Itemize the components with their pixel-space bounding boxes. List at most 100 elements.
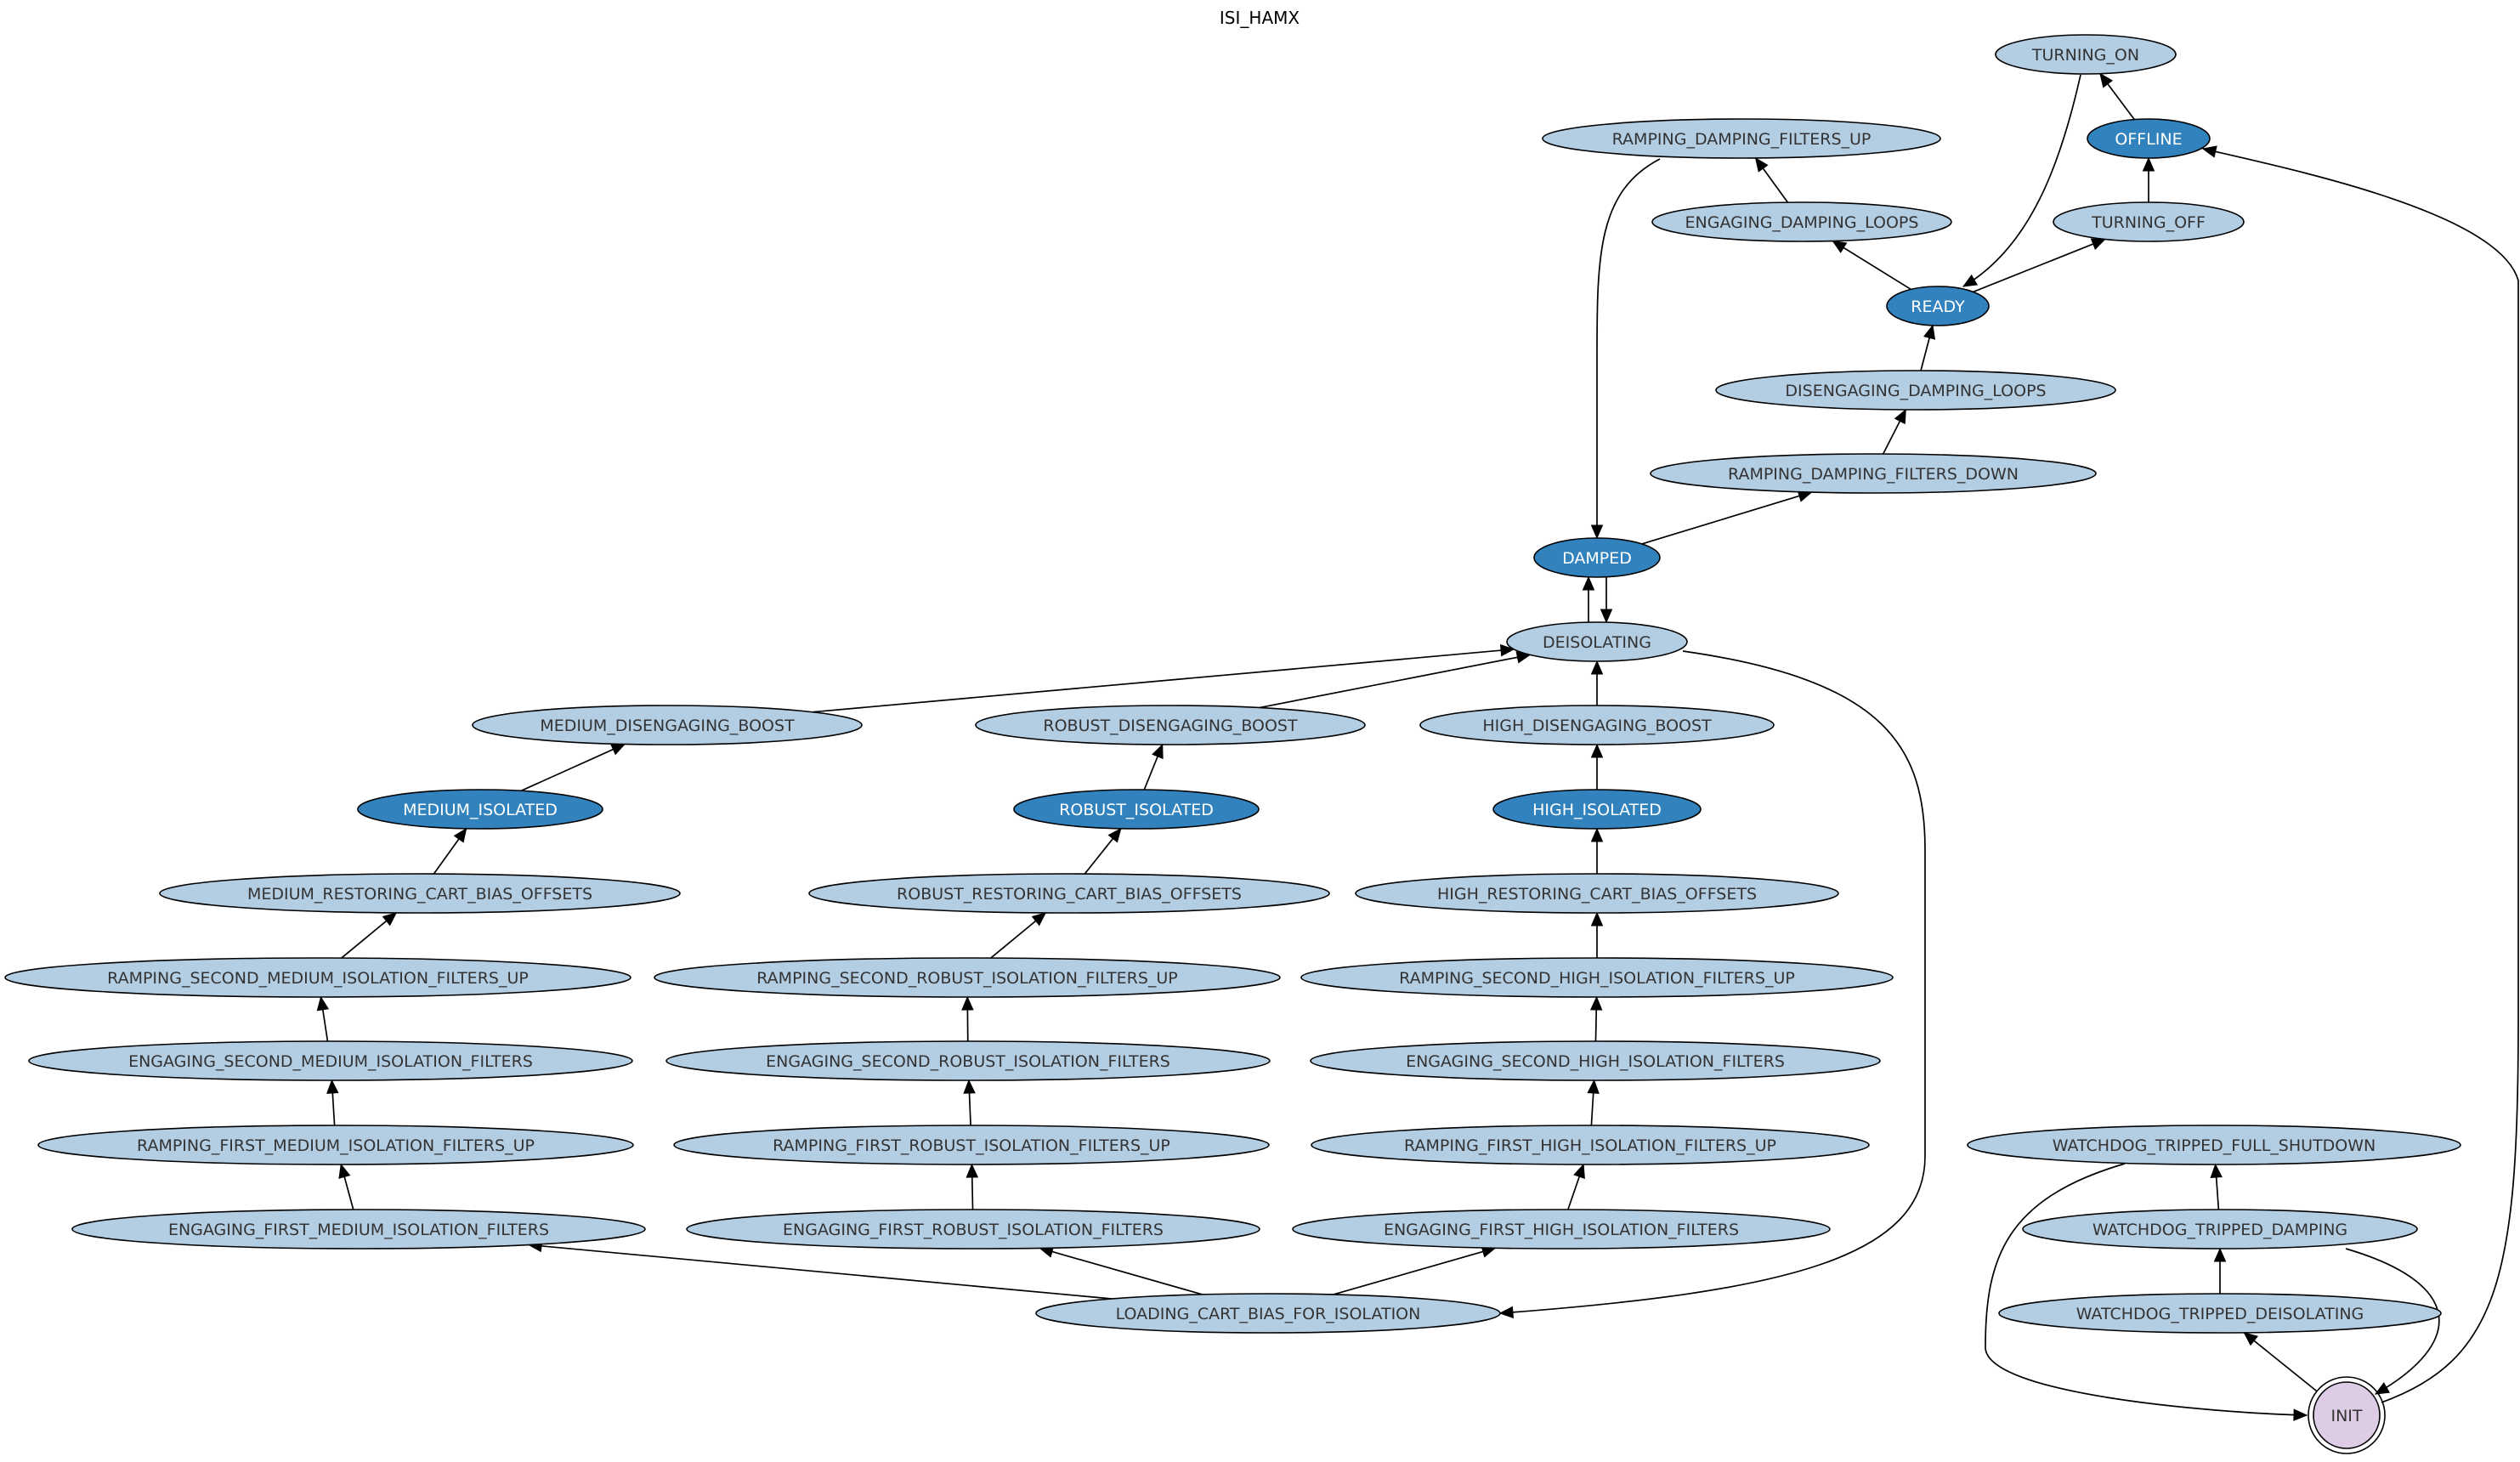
node-label: RAMPING_SECOND_HIGH_ISOLATION_FILTERS_UP [1399, 969, 1795, 988]
node-label: ENGAGING_FIRST_MEDIUM_ISOLATION_FILTERS [168, 1221, 549, 1239]
node-ramping-first-medium-isolation-filters-up: RAMPING_FIRST_MEDIUM_ISOLATION_FILTERS_U… [37, 1125, 634, 1165]
arrowhead [326, 1079, 339, 1094]
arrowhead [610, 743, 626, 756]
node-ellipse [2053, 201, 2245, 242]
node-ellipse [1310, 1040, 1881, 1081]
node-ellipse [808, 873, 1330, 914]
node-ellipse [1013, 789, 1260, 830]
node-ellipse [686, 1209, 1260, 1250]
edge-damped-to-deisolating [1600, 577, 1613, 624]
node-ellipse [2087, 118, 2211, 159]
node-label: RAMPING_FIRST_MEDIUM_ISOLATION_FILTERS_U… [137, 1136, 535, 1155]
node-label: ENGAGING_SECOND_ROBUST_ISOLATION_FILTERS [766, 1052, 1170, 1071]
node-label: MEDIUM_ISOLATED [403, 801, 558, 819]
arrowhead [966, 1163, 979, 1178]
node-label: ENGAGING_SECOND_HIGH_ISOLATION_FILTERS [1406, 1052, 1785, 1071]
edge-engaging-first-high-isolation-filters-to-ramping-first-high-isolation-filters-up [1567, 1163, 1585, 1210]
edge-line [1596, 158, 1661, 538]
node-engaging-damping-loops: ENGAGING_DAMPING_LOOPS [1651, 201, 1952, 242]
node-label: HIGH_DISENGAGING_BOOST [1482, 717, 1712, 735]
node-disengaging-damping-loops: DISENGAGING_DAMPING_LOOPS [1715, 370, 2116, 411]
edge-ramping-first-robust-isolation-filters-up-to-engaging-second-robust-isolation-filters [963, 1079, 976, 1126]
node-watchdog-tripped-deisolating: WATCHDOG_TRIPPED_DEISOLATING [1998, 1293, 2442, 1334]
edge-init-to-watchdog-tripped-deisolating [2243, 1332, 2318, 1392]
arrowhead [1589, 995, 1603, 1011]
node-ellipse [1533, 537, 1661, 578]
node-label: INIT [2330, 1407, 2362, 1425]
edge-line [1259, 654, 1531, 709]
edge-engaging-first-robust-isolation-filters-to-ramping-first-robust-isolation-filters-up [966, 1163, 979, 1210]
node-ellipse [1542, 118, 1941, 159]
node-label: HIGH_RESTORING_CART_BIAS_OFFSETS [1437, 885, 1757, 904]
arrowhead [316, 995, 330, 1012]
edge-line [1641, 491, 1812, 545]
node-high-isolated: HIGH_ISOLATED [1492, 789, 1702, 830]
node-label: RAMPING_FIRST_ROBUST_ISOLATION_FILTERS_U… [773, 1136, 1170, 1155]
arrowhead [1590, 743, 1604, 758]
edge-deisolating-to-damped [1582, 575, 1595, 622]
node-ellipse [1506, 621, 1688, 662]
node-robust-disengaging-boost: ROBUST_DISENGAGING_BOOST [975, 705, 1366, 745]
node-ellipse [1998, 1293, 2442, 1334]
node-offline: OFFLINE [2087, 118, 2211, 159]
arrowhead [1152, 743, 1164, 760]
node-label: WATCHDOG_TRIPPED_FULL_SHUTDOWN [2053, 1136, 2376, 1155]
node-ellipse [1650, 453, 2097, 494]
node-ellipse [357, 789, 603, 830]
node-label: RAMPING_DAMPING_FILTERS_DOWN [1728, 465, 2019, 484]
node-ramping-damping-filters-up: RAMPING_DAMPING_FILTERS_UP [1542, 118, 1941, 159]
node-medium-restoring-cart-bias-offsets: MEDIUM_RESTORING_CART_BIAS_OFFSETS [159, 873, 681, 914]
edge-ramping-second-medium-isolation-filters-up-to-medium-restoring-cart-bias-offsets [341, 912, 398, 959]
node-watchdog-tripped-full-shutdown: WATCHDOG_TRIPPED_FULL_SHUTDOWN [1967, 1125, 2461, 1165]
node-damped: DAMPED [1533, 537, 1661, 578]
node-engaging-second-high-isolation-filters: ENGAGING_SECOND_HIGH_ISOLATION_FILTERS [1310, 1040, 1881, 1081]
node-ramping-second-high-isolation-filters-up: RAMPING_SECOND_HIGH_ISOLATION_FILTERS_UP [1300, 957, 1894, 998]
edge-engaging-damping-loops-to-ramping-damping-filters-up [1754, 156, 1789, 203]
node-label: ENGAGING_SECOND_MEDIUM_ISOLATION_FILTERS [128, 1052, 533, 1071]
edge-loading-cart-bias-for-isolation-to-engaging-first-robust-isolation-filters [1039, 1245, 1203, 1295]
arrowhead [1590, 660, 1604, 675]
edge-line [1333, 1247, 1496, 1295]
node-label: ENGAGING_FIRST_ROBUST_ISOLATION_FILTERS [783, 1221, 1164, 1239]
node-ramping-first-robust-isolation-filters-up: RAMPING_FIRST_ROBUST_ISOLATION_FILTERS_U… [673, 1125, 1270, 1165]
edge-ready-to-engaging-damping-loops [1832, 240, 1911, 291]
node-high-restoring-cart-bias-offsets: HIGH_RESTORING_CART_BIAS_OFFSETS [1355, 873, 1839, 914]
node-turning-off: TURNING_OFF [2053, 201, 2245, 242]
node-label: RAMPING_FIRST_HIGH_ISOLATION_FILTERS_UP [1404, 1136, 1776, 1155]
node-engaging-first-medium-isolation-filters: ENGAGING_FIRST_MEDIUM_ISOLATION_FILTERS [71, 1209, 646, 1250]
node-ellipse [1967, 1125, 2461, 1165]
arrowhead [338, 1163, 351, 1179]
edge-turning-off-to-offline [2142, 156, 2155, 202]
edge-ramping-damping-filters-up-to-damped [1590, 158, 1661, 540]
edge-high-isolated-to-high-disengaging-boost [1590, 743, 1604, 790]
arrowhead [382, 912, 398, 926]
edge-loading-cart-bias-for-isolation-to-engaging-first-medium-isolation-filters [527, 1239, 1113, 1300]
node-label: HIGH_ISOLATED [1532, 801, 1662, 819]
node-ellipse [1715, 370, 2116, 411]
graph-title: ISI_HAMX [1220, 8, 1300, 28]
edge-robust-restoring-cart-bias-offsets-to-robust-isolated [1084, 827, 1122, 875]
node-ellipse [2313, 1381, 2381, 1449]
node-watchdog-tripped-damping: WATCHDOG_TRIPPED_DAMPING [2022, 1209, 2418, 1250]
arrowhead [1590, 911, 1604, 926]
node-ellipse [1300, 957, 1894, 998]
edges-layer [316, 72, 2519, 1421]
node-turning-on: TURNING_ON [1995, 34, 2177, 75]
edge-damped-to-ramping-damping-filters-down [1641, 490, 1813, 545]
edge-init-to-offline [2201, 145, 2519, 1403]
node-label: READY [1911, 298, 1965, 316]
arrowhead [2142, 156, 2155, 172]
arrowhead [453, 827, 467, 843]
arrowhead [1590, 827, 1604, 842]
node-ramping-damping-filters-down: RAMPING_DAMPING_FILTERS_DOWN [1650, 453, 2097, 494]
node-engaging-second-robust-isolation-filters: ENGAGING_SECOND_ROBUST_ISOLATION_FILTERS [665, 1040, 1271, 1081]
node-ramping-second-robust-isolation-filters-up: RAMPING_SECOND_ROBUST_ISOLATION_FILTERS_… [654, 957, 1281, 998]
arrowhead [1107, 827, 1122, 843]
node-engaging-second-medium-isolation-filters: ENGAGING_SECOND_MEDIUM_ISOLATION_FILTERS [28, 1040, 633, 1081]
node-ellipse [1355, 873, 1839, 914]
node-medium-disengaging-boost: MEDIUM_DISENGAGING_BOOST [472, 705, 863, 745]
node-label: RAMPING_SECOND_MEDIUM_ISOLATION_FILTERS_… [107, 969, 529, 988]
node-label: WATCHDOG_TRIPPED_DAMPING [2092, 1221, 2347, 1239]
arrowhead [2099, 72, 2114, 88]
node-ellipse [472, 705, 863, 745]
